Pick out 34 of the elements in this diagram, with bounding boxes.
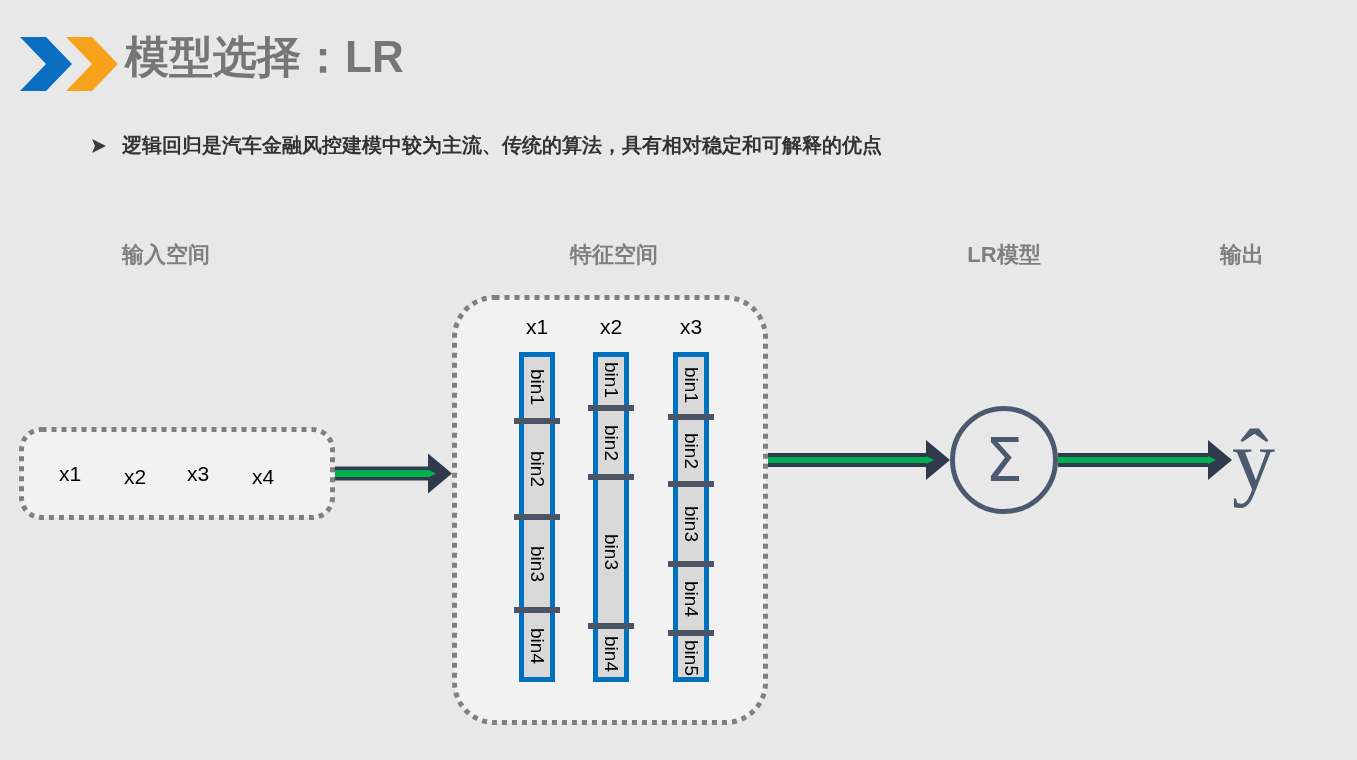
bin-label: bin4 (601, 636, 621, 672)
column-label: x1 (525, 314, 549, 340)
sigma-symbol: Σ (985, 430, 1023, 490)
bin-label: bin2 (681, 432, 701, 469)
bin-label: bin4 (527, 628, 547, 664)
bin-label: bin1 (527, 368, 547, 405)
bin-label: bin3 (601, 533, 621, 570)
bin-label: bin5 (681, 639, 701, 676)
column-heading: 输出 (1220, 241, 1264, 269)
bin-label: bin4 (681, 580, 701, 617)
bullet-text: 逻辑回归是汽车金融风控建模中较为主流、传统的算法，具有相对稳定和可解释的优点 (122, 133, 882, 158)
column-heading: 输入空间 (122, 241, 210, 269)
column-heading: 特征空间 (570, 241, 658, 269)
y-hat-symbol: ŷ (1232, 400, 1275, 521)
block-arrow (335, 453, 452, 494)
column-label: x2 (599, 314, 623, 340)
bin-label: bin2 (527, 451, 547, 487)
dotted-rounded-box (452, 295, 768, 725)
block-arrow (768, 440, 950, 480)
variable-label: x2 (123, 464, 147, 490)
block-arrow (1058, 440, 1232, 480)
variable-label: x3 (186, 461, 210, 487)
slide-title: 模型选择：LR (125, 31, 404, 83)
column-heading: LR模型 (967, 241, 1041, 269)
variable-label: x1 (58, 461, 82, 487)
bin-label: bin3 (527, 545, 547, 582)
variable-label: x4 (251, 464, 275, 490)
sigma-circle (950, 406, 1058, 514)
bin-label: bin3 (681, 506, 701, 542)
bin-label: bin2 (601, 424, 621, 461)
column-label: x3 (679, 314, 703, 340)
bin-label: bin1 (681, 366, 701, 403)
bin-label: bin1 (601, 362, 621, 398)
dotted-rounded-box (19, 427, 335, 520)
